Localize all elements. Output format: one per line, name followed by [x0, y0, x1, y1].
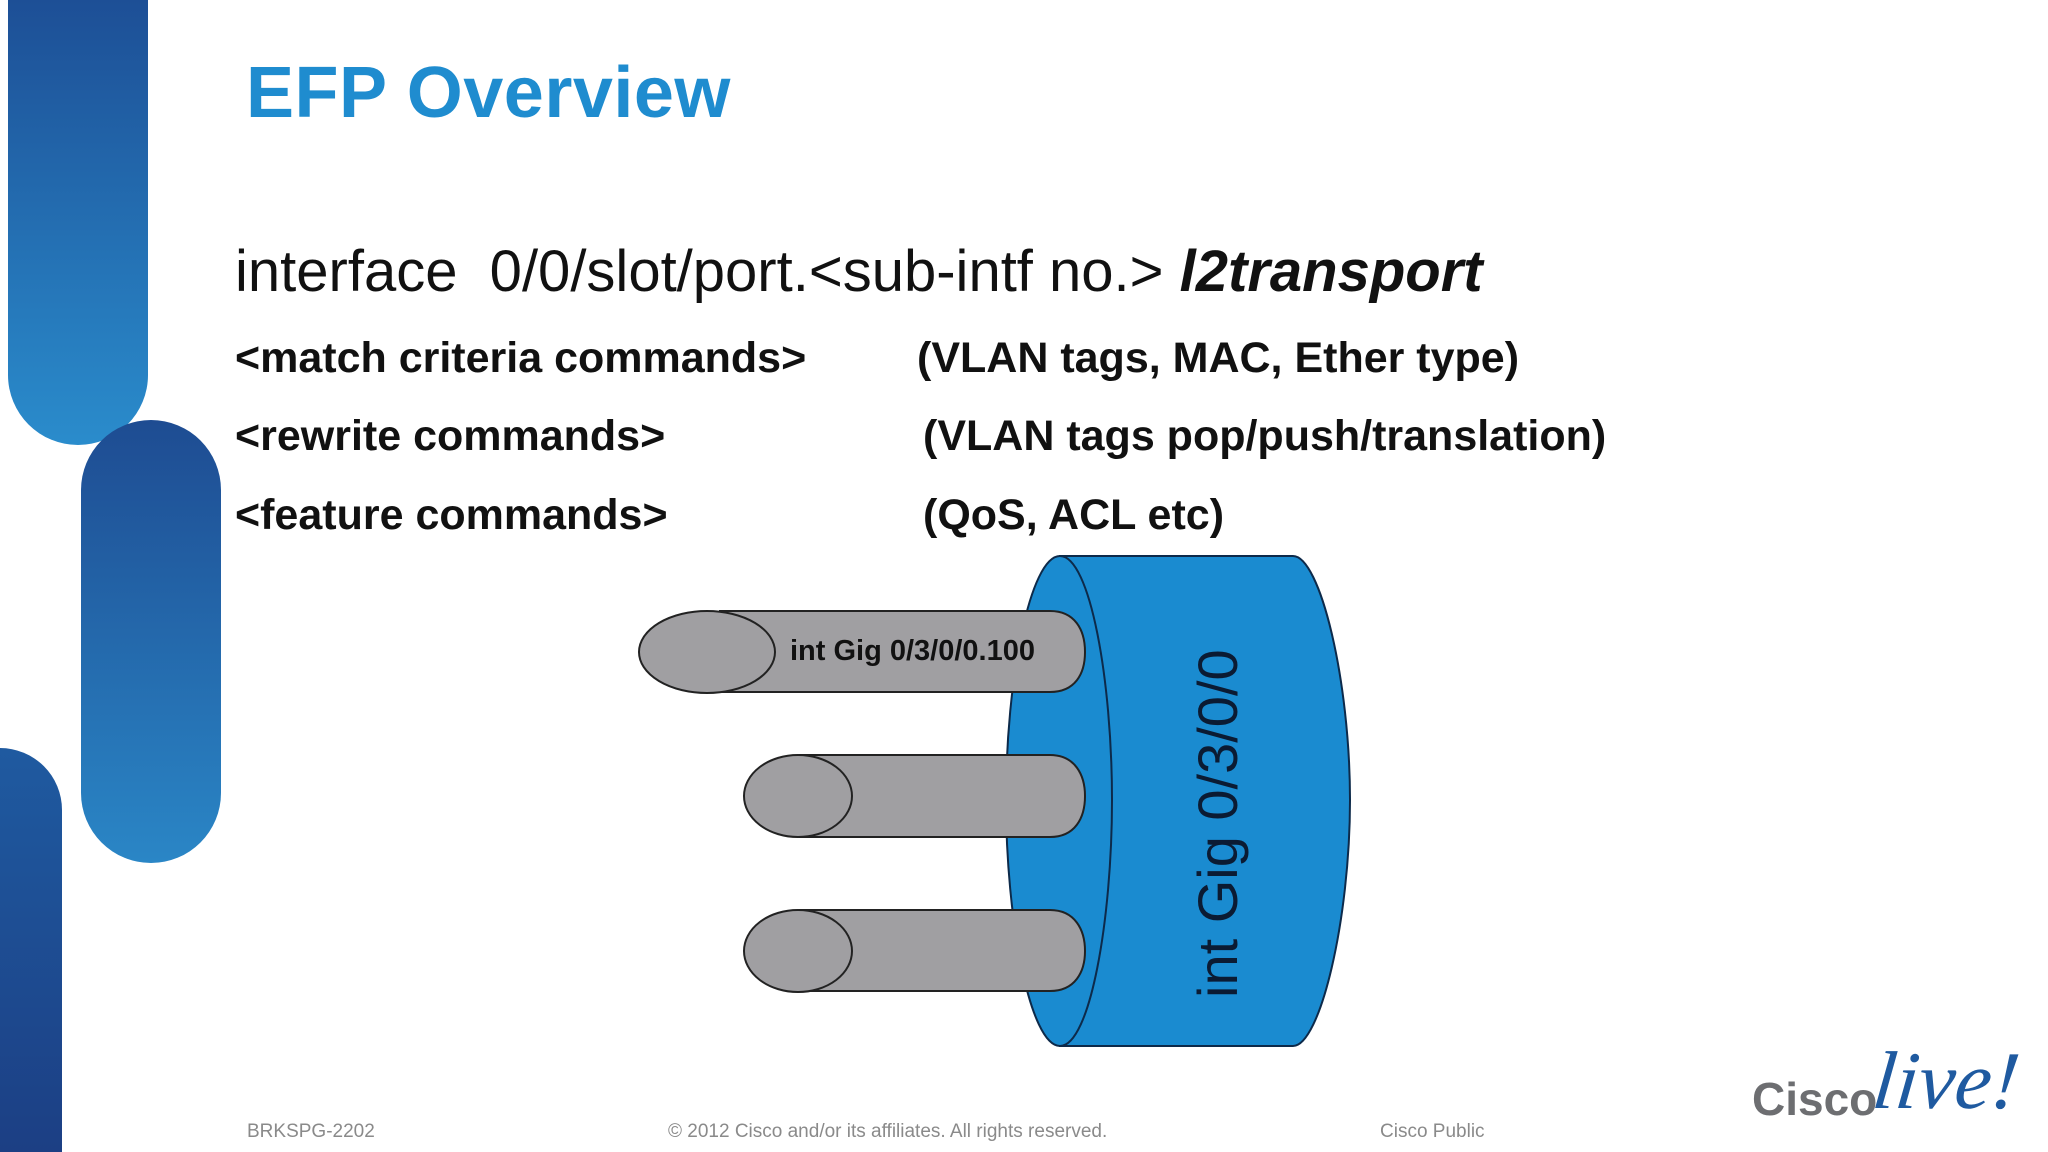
feature-row: <feature commands> (QoS, ACL etc)	[235, 491, 1224, 540]
match-criteria-row: <match criteria commands> (VLAN tags, MA…	[235, 334, 1519, 383]
subinterface-tube-1	[719, 610, 1087, 693]
interface-command-prefix: interface 0/0/slot/port.<sub-intf no.>	[235, 239, 1180, 304]
row-command: <match criteria commands>	[235, 334, 807, 382]
subinterface-label: int Gig 0/3/0/0.100	[790, 635, 1035, 667]
subinterface-tube-2-end	[743, 754, 853, 838]
interface-command-line: interface 0/0/slot/port.<sub-intf no.> l…	[235, 238, 1483, 305]
pill-shape-bottom	[0, 748, 62, 1152]
slide-title: EFP Overview	[246, 53, 731, 133]
subinterface-tube-2	[799, 754, 1087, 838]
copyright-notice: © 2012 Cisco and/or its affiliates. All …	[668, 1121, 1108, 1142]
pill-shape-middle	[81, 420, 221, 863]
row-description: (QoS, ACL etc)	[923, 491, 1225, 539]
pill-shape-top	[8, 0, 148, 445]
classification-label: Cisco Public	[1380, 1121, 1485, 1142]
subinterface-tube-3-end	[743, 909, 853, 993]
physical-interface-body	[1059, 555, 1352, 1047]
row-description: (VLAN tags, MAC, Ether type)	[917, 334, 1520, 382]
logo-text-live: live!	[1869, 1035, 2022, 1125]
session-code: BRKSPG-2202	[247, 1121, 375, 1142]
logo-text-cisco: Cisco	[1752, 1073, 1877, 1125]
subinterface-tube-3	[799, 909, 1087, 992]
subinterface-tube-1-end	[638, 610, 776, 694]
rewrite-row: <rewrite commands> (VLAN tags pop/push/t…	[235, 412, 1606, 461]
row-description: (VLAN tags pop/push/translation)	[923, 412, 1607, 460]
cisco-live-logo: Cisco live!	[1752, 1035, 2022, 1125]
physical-interface-label: int Gig 0/3/0/0	[1186, 649, 1249, 998]
l2transport-keyword: l2transport	[1179, 239, 1483, 304]
row-command: <rewrite commands>	[235, 412, 666, 460]
row-command: <feature commands>	[235, 491, 668, 539]
